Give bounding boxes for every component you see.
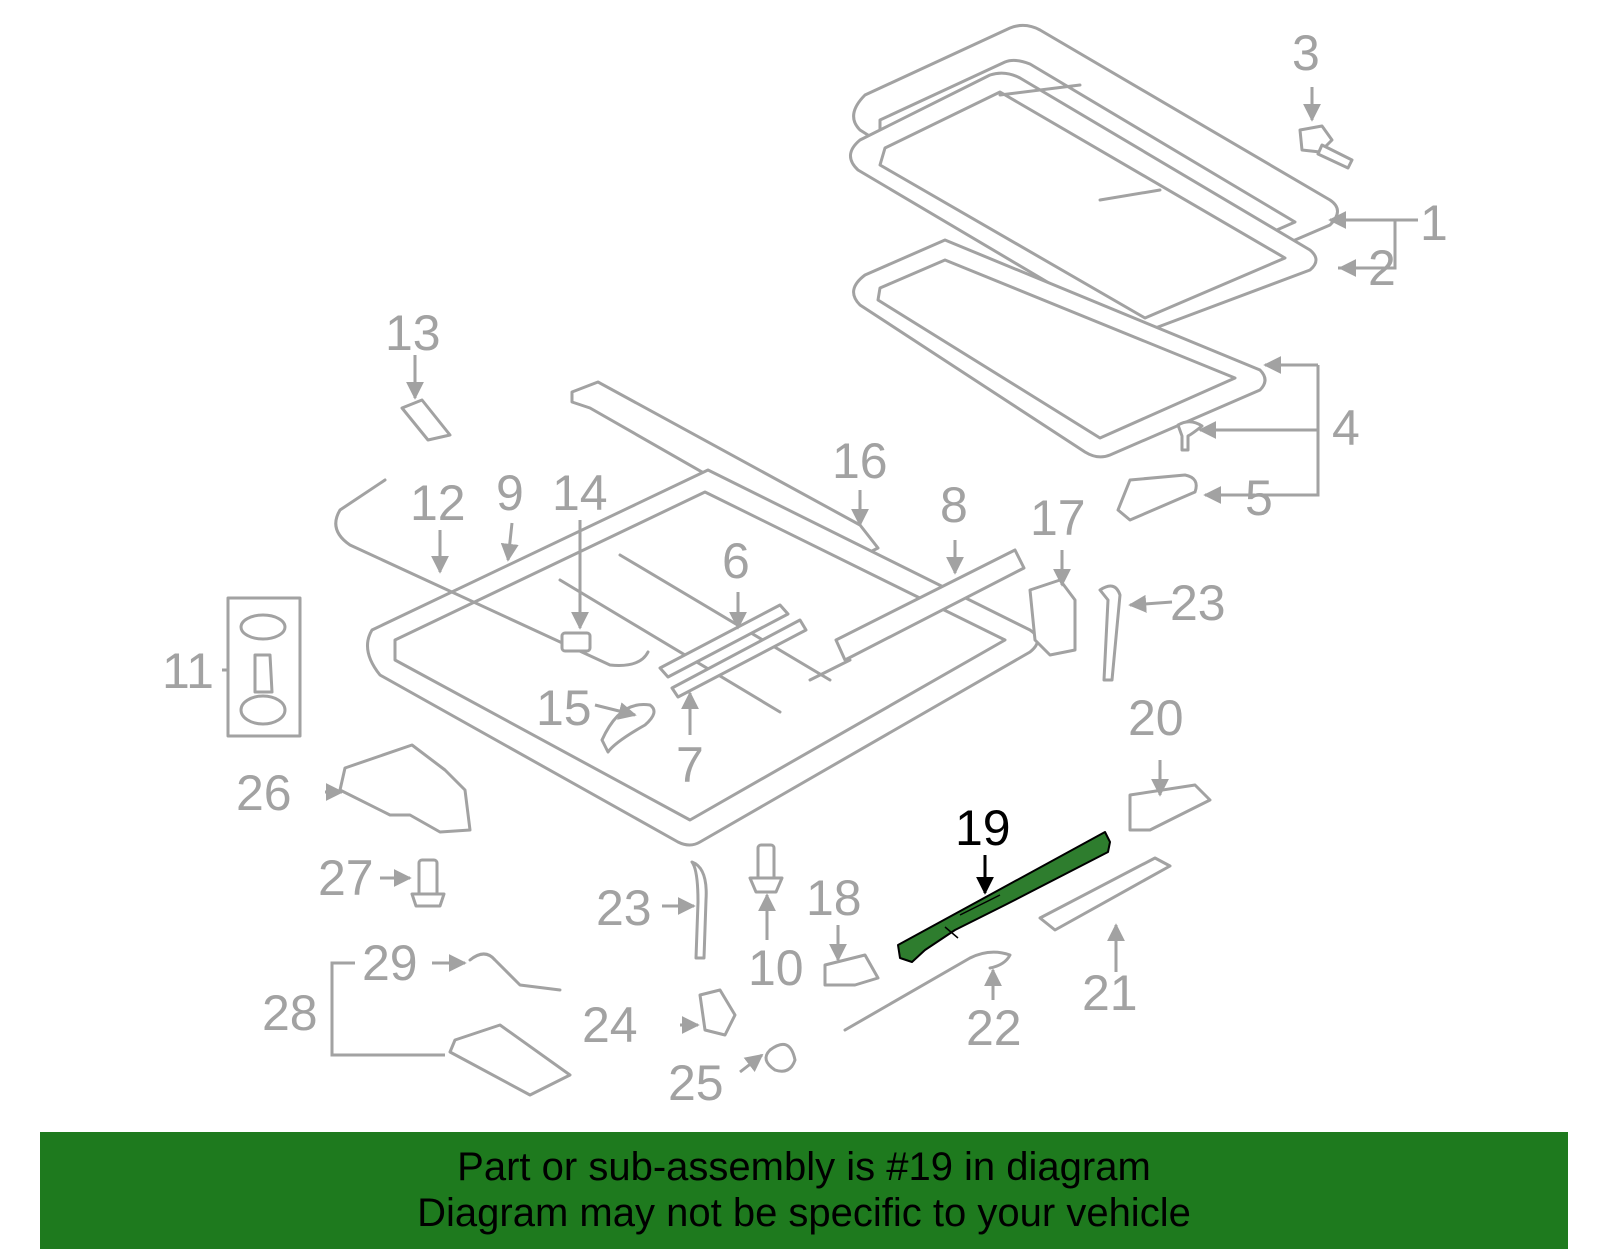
guide-part-21: [1038, 856, 1172, 932]
bracket-part-20: [1128, 783, 1212, 832]
banner-line-2: Diagram may not be specific to your vehi…: [417, 1191, 1191, 1235]
rail-part-7: [670, 618, 808, 699]
bracket-part-18: [823, 953, 880, 987]
ring-part-25: [764, 1042, 797, 1073]
callout-15: 15: [536, 680, 592, 736]
mount-part-17: [1028, 578, 1077, 657]
bolt-part-10: [748, 843, 784, 894]
rail-part-8: [834, 548, 1026, 662]
switch-part-14: [560, 631, 592, 653]
callout-22: 22: [966, 1000, 1022, 1056]
callout-14: 14: [552, 465, 608, 521]
callout-21: 21: [1082, 965, 1138, 1021]
leader-lines: [222, 87, 1418, 1074]
bushing-part-24: [698, 988, 737, 1037]
plate-part-28: [448, 1023, 572, 1097]
callout-4: 4: [1332, 400, 1360, 456]
callout-20: 20: [1128, 690, 1184, 746]
callout-5: 5: [1245, 470, 1273, 526]
callout-3: 3: [1292, 25, 1320, 81]
callout-6: 6: [722, 533, 750, 589]
callout-2: 2: [1368, 240, 1396, 296]
callout-19: 19: [955, 800, 1011, 856]
callout-16: 16: [832, 433, 888, 489]
callout-9: 9: [496, 465, 524, 521]
callout-23-lower: 23: [596, 880, 652, 936]
highlighted-part-19[interactable]: [897, 831, 1111, 963]
bracket-part-13: [400, 398, 452, 442]
callout-7: 7: [676, 737, 704, 793]
callout-1: 1: [1420, 195, 1448, 251]
banner-line-1: Part or sub-assembly is #19 in diagram: [457, 1145, 1151, 1189]
grommet-part-11: [226, 596, 302, 738]
callout-12: 12: [410, 475, 466, 531]
callout-11: 11: [162, 643, 214, 699]
bolt-part-27: [410, 858, 446, 908]
callout-18: 18: [806, 870, 862, 926]
callout-17: 17: [1030, 490, 1086, 546]
seal-frame-part: [852, 238, 1267, 459]
callout-24: 24: [582, 997, 638, 1053]
bolt-part-3: [1298, 124, 1354, 170]
motor-part-26: [338, 743, 472, 834]
glass-panel-part: [849, 23, 1339, 334]
callout-10: 10: [748, 940, 804, 996]
bracket-part-5: [1116, 473, 1198, 522]
clip-part-4: [1176, 420, 1204, 452]
hose-part-29: [468, 952, 562, 992]
callout-28: 28: [262, 985, 318, 1041]
callout-27: 27: [318, 850, 374, 906]
hose-part-23-lower: [690, 860, 708, 960]
callout-29: 29: [362, 935, 418, 991]
callout-13: 13: [385, 305, 441, 361]
callout-8: 8: [940, 477, 968, 533]
callout-26: 26: [236, 765, 292, 821]
info-banner: Part or sub-assembly is #19 in diagram D…: [40, 1132, 1568, 1249]
callout-25: 25: [668, 1055, 724, 1111]
hose-part-23-upper: [1098, 584, 1122, 682]
cable-part-22: [843, 950, 1012, 1032]
callout-labels: 3 1 2 4 5 13 16 12 9 14 8 17 6 23 11 15 …: [162, 25, 1448, 1111]
drain-hose-part-12: [334, 478, 650, 667]
callout-23-upper: 23: [1170, 575, 1226, 631]
